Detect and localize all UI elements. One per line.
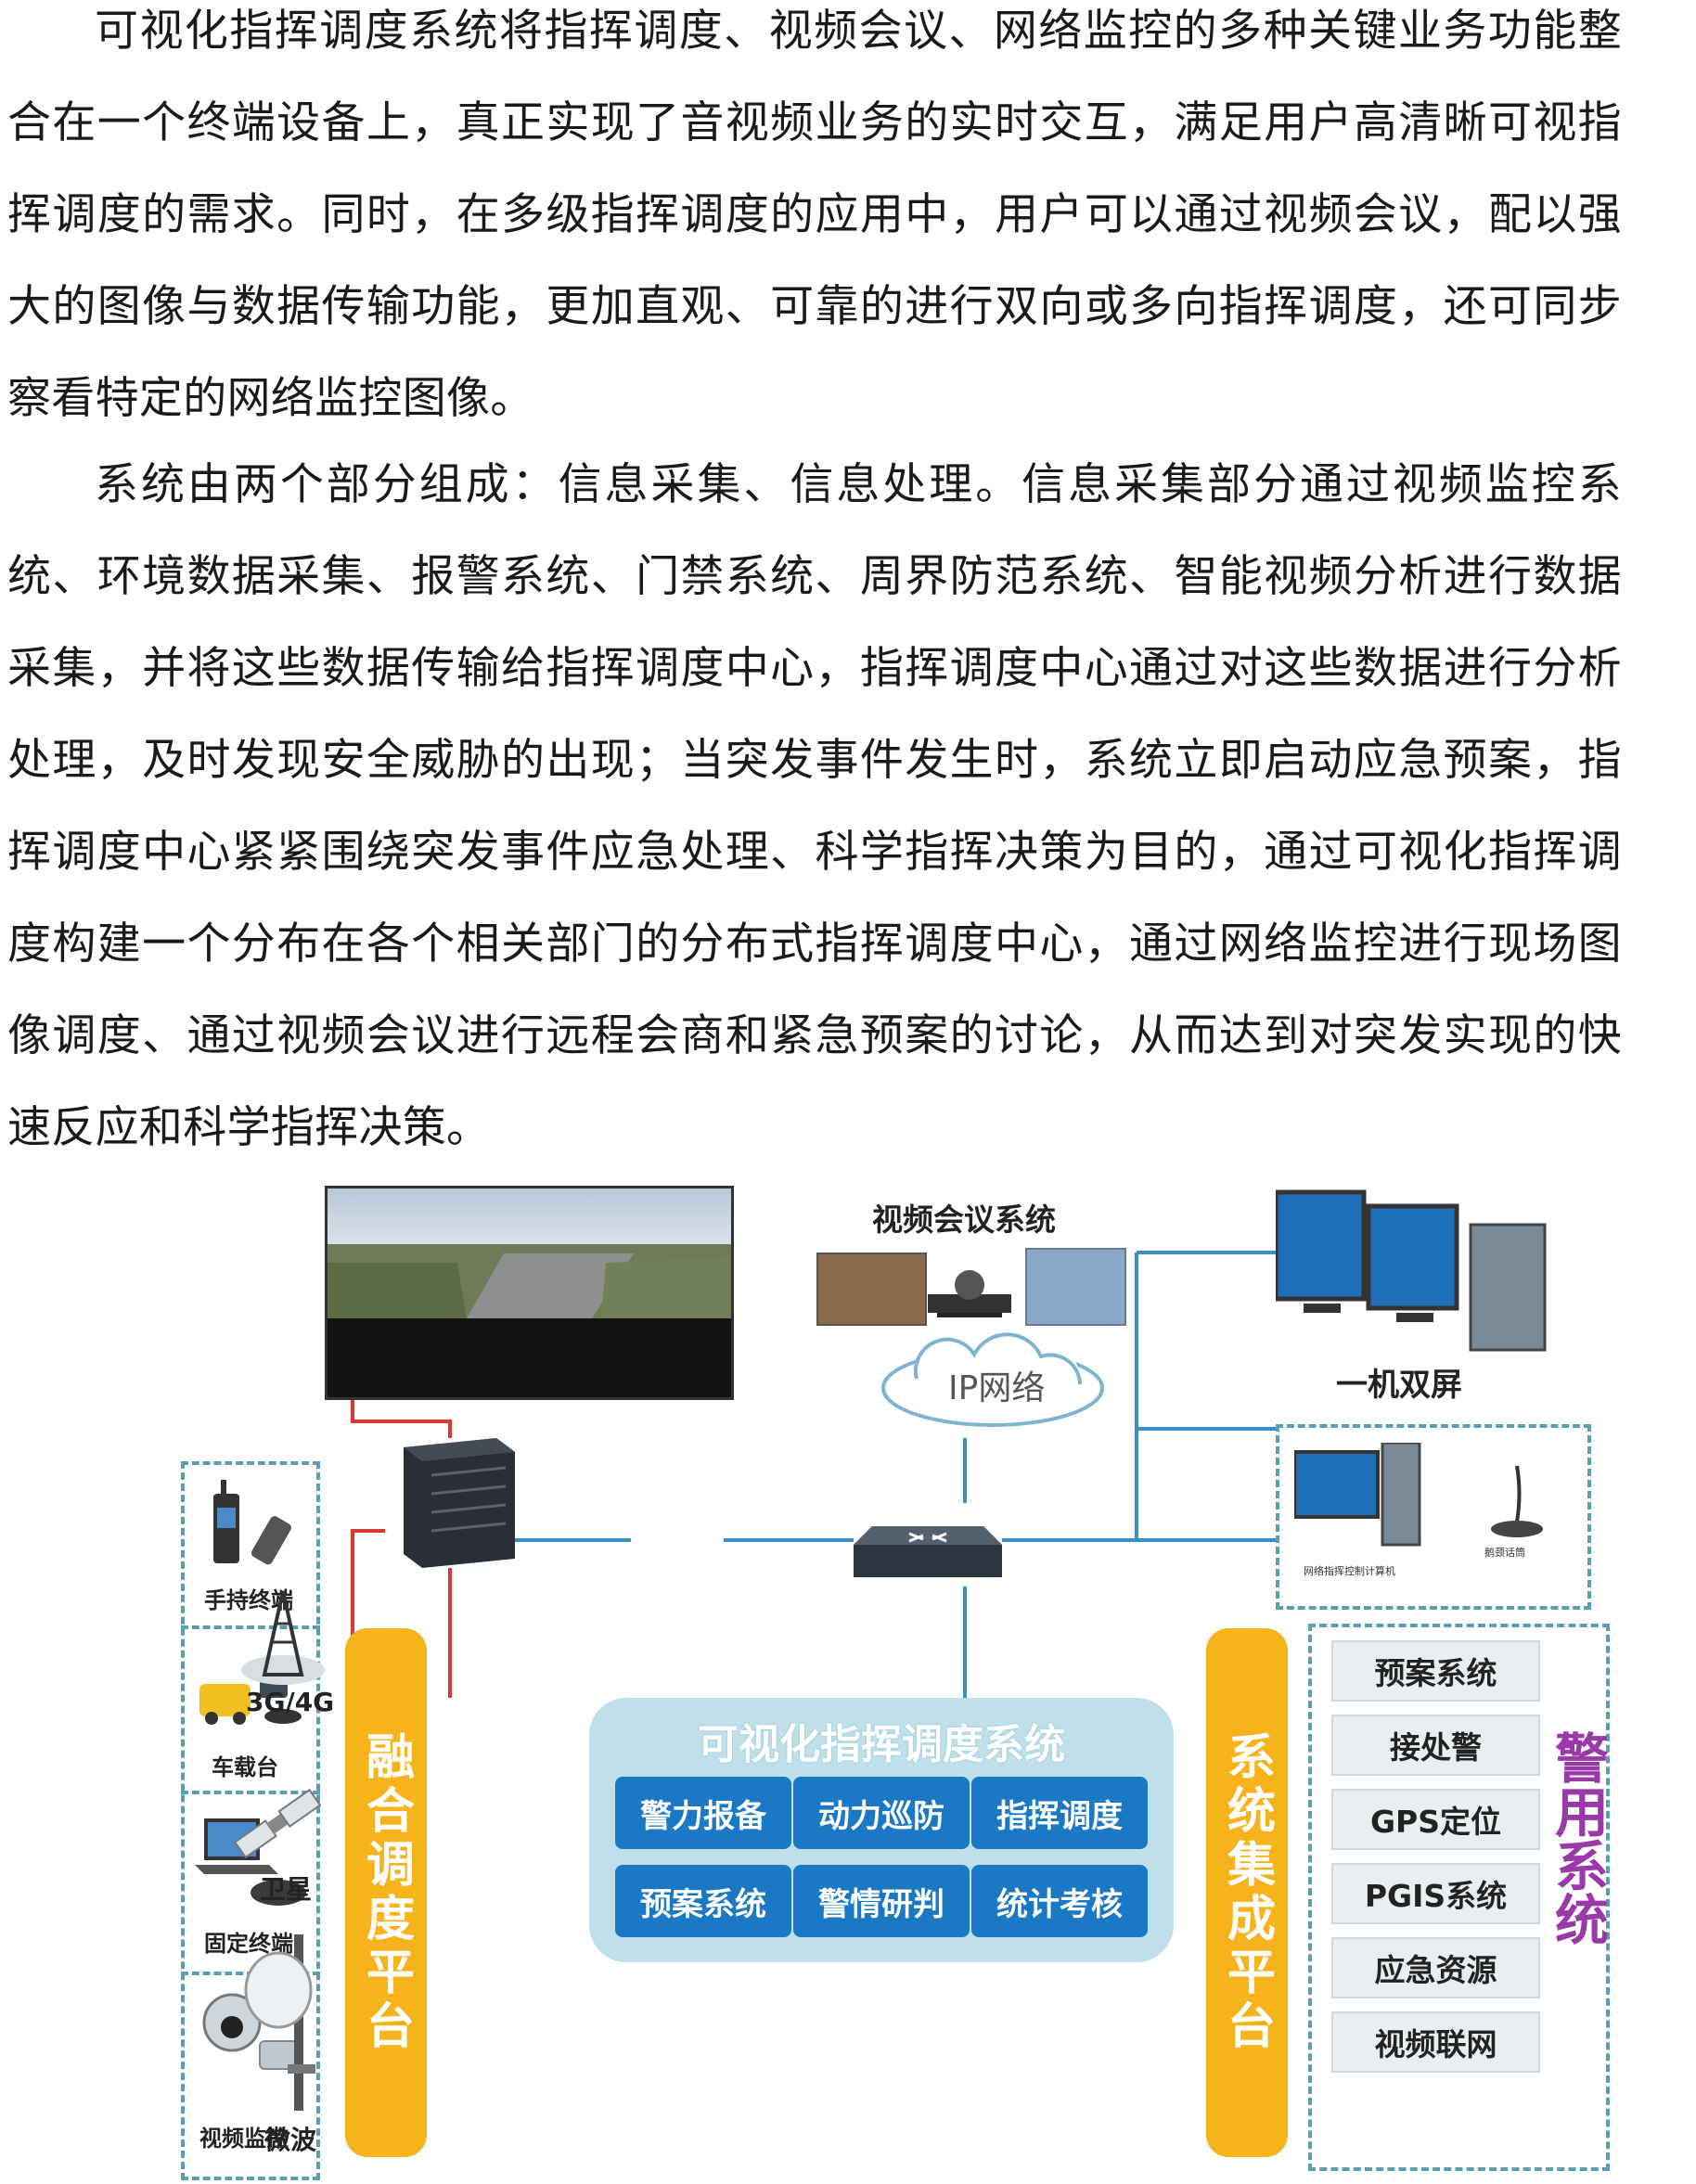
- police-systems-group: [1308, 1624, 1610, 2171]
- visual-command-system-panel: 可视化指挥调度系统 警力报备 动力巡防 指挥调度 预案系统 警情研判 统计考核: [589, 1698, 1174, 1962]
- divider: [181, 1791, 320, 1794]
- ip-network-cloud-icon: [872, 1316, 1113, 1436]
- system-integration-platform: 系统集成平台: [1206, 1628, 1288, 2157]
- fixed-terminal-icon: [195, 1809, 311, 1911]
- tile-statistics: 统计考核: [971, 1865, 1148, 1937]
- satellite-icon: [227, 1781, 329, 1865]
- camera-icon: [195, 1985, 311, 2088]
- handheld-radio-icon: [204, 1480, 297, 1573]
- ip-network-label: IP网络: [948, 1369, 1046, 1407]
- network-switch-icon: [854, 1508, 1002, 1587]
- police-system-gps: GPS定位: [1331, 1789, 1540, 1850]
- paragraph-1: 可视化指挥调度系统将指挥调度、视频会议、网络监控的多种关键业务功能整合在一个终端…: [7, 6, 1622, 424]
- video-monitor-label: 视频监控: [199, 2126, 289, 2152]
- terminal-group: [181, 1461, 320, 2180]
- command-computer-label: 网络指挥控制计算机: [1304, 1565, 1395, 1577]
- vehicle-terminal-label: 车载台: [212, 1754, 278, 1780]
- tile-plan-system: 预案系统: [615, 1865, 791, 1937]
- video-conference-label: 视频会议系统: [872, 1201, 1056, 1238]
- satellite-label: 卫星: [260, 1874, 313, 1905]
- tile-incident-analysis: 警情研判: [793, 1865, 970, 1937]
- command-computer-icon: [1292, 1441, 1424, 1554]
- police-system-plan: 预案系统: [1331, 1640, 1540, 1702]
- gooseneck-mic-icon: [1484, 1457, 1549, 1540]
- dual-screen-workstation-icon: [1273, 1183, 1559, 1355]
- police-systems-label: 警用系统: [1546, 1730, 1609, 1946]
- video-terminal-icon: [928, 1266, 1011, 1317]
- police-system-pgis: PGIS系统: [1331, 1863, 1540, 1924]
- video-wall: [325, 1186, 734, 1400]
- divider: [181, 1625, 320, 1629]
- tile-command-dispatch: 指挥调度: [971, 1777, 1148, 1849]
- dual-screen-label: 一机双屏: [1336, 1367, 1462, 1404]
- center-title: 可视化指挥调度系统: [698, 1721, 1065, 1768]
- cellular-label: 3G/4G: [246, 1687, 335, 1717]
- fusion-dispatch-platform: 融合调度平台: [345, 1628, 427, 2157]
- paragraph-2: 系统由两个部分组成：信息采集、信息处理。信息采集部分通过视频监控系统、环境数据采…: [7, 459, 1622, 1153]
- microwave-dish-icon: [237, 1934, 329, 2111]
- microwave-label: 微波: [264, 2125, 317, 2155]
- gooseneck-mic-label: 鹅颈话筒: [1484, 1547, 1525, 1559]
- highway-scene-image: [328, 1188, 731, 1397]
- tile-police-reporting: 警力报备: [615, 1777, 791, 1849]
- system-architecture-diagram: 视频会议系统 IP网络 一机双屏: [167, 1178, 1651, 2180]
- conference-room-image: [816, 1253, 927, 1326]
- police-system-emergency: 应急资源: [1331, 1937, 1540, 1998]
- network-command-group: [1276, 1424, 1591, 1610]
- mcu-server-icon: [1025, 1248, 1126, 1326]
- tile-patrol: 动力巡防: [793, 1777, 970, 1849]
- cell-tower-icon: [232, 1587, 334, 1689]
- police-system-dispatch: 接处警: [1331, 1715, 1540, 1776]
- police-system-video-network: 视频联网: [1331, 2011, 1540, 2073]
- fusion-server-cabinet-icon: [385, 1438, 520, 1568]
